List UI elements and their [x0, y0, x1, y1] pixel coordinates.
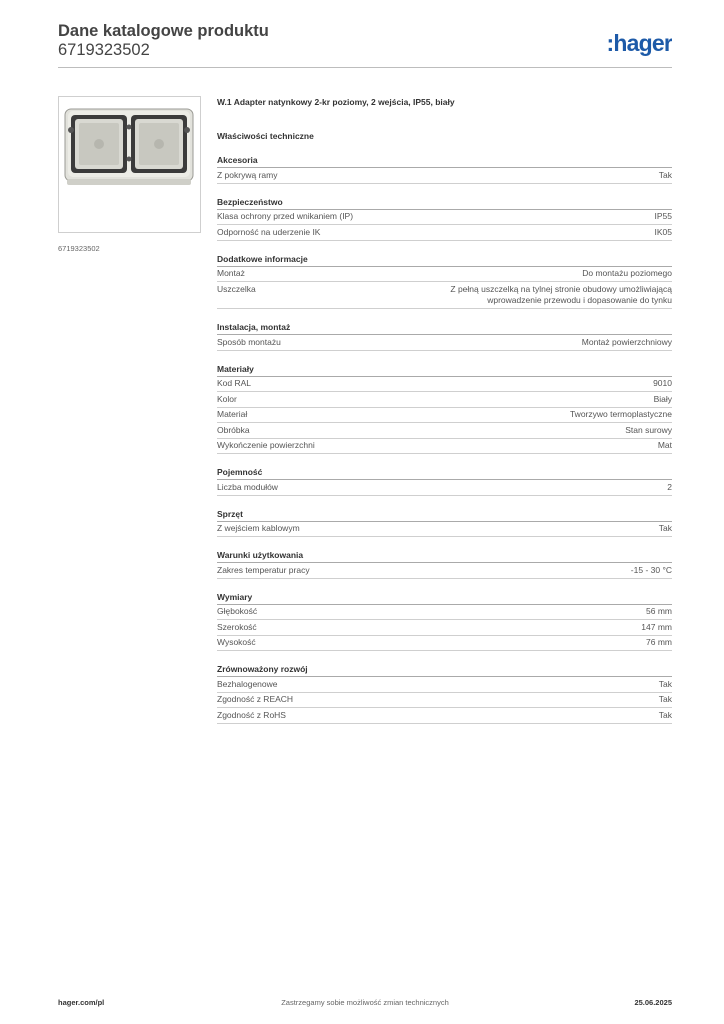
product-details: W.1 Adapter natynkowy 2-kr poziomy, 2 we…	[217, 96, 672, 724]
section-title: Materiały	[217, 363, 672, 377]
property-value: Biały	[653, 393, 672, 404]
property-label: Głębokość	[217, 606, 258, 616]
property-row: Bezhalogenowe Tak	[217, 677, 672, 693]
property-value: 56 mm	[646, 606, 672, 616]
product-name: W.1 Adapter natynkowy 2-kr poziomy, 2 we…	[217, 97, 455, 107]
property-row: Wykończenie powierzchni Mat	[217, 439, 672, 454]
property-value: Tak	[658, 694, 672, 704]
property-row: Zgodność z REACH Tak	[217, 693, 672, 708]
property-value: Do montażu poziomego	[582, 268, 672, 278]
property-row: Głębokość 56 mm	[217, 605, 672, 620]
header-divider	[58, 67, 672, 68]
section-title: Akcesoria	[217, 154, 672, 168]
property-label: Zakres temperatur pracy	[217, 564, 310, 575]
property-value: 76 mm	[646, 637, 672, 647]
property-label: Z pokrywą ramy	[217, 169, 278, 180]
property-row: Materiał Tworzywo termoplastyczne	[217, 408, 672, 423]
property-row: Zgodność z RoHS Tak	[217, 708, 672, 724]
property-label: Zgodność z RoHS	[217, 709, 286, 720]
footer-website: hager.com/pl	[58, 998, 105, 1007]
property-value: Mat	[657, 440, 672, 450]
property-value: Tak	[658, 678, 672, 689]
property-label: Odporność na uderzenie IK	[217, 226, 321, 237]
document-title: Dane katalogowe produktu	[58, 22, 269, 40]
section-title: Instalacja, montaż	[217, 321, 672, 335]
property-label: Montaż	[217, 268, 245, 278]
property-label: Z wejściem kablowym	[217, 523, 300, 533]
property-label: Wykończenie powierzchni	[217, 440, 315, 450]
property-label: Bezhalogenowe	[217, 678, 278, 689]
section-title: Warunki użytkowania	[217, 549, 672, 563]
property-row: Montaż Do montażu poziomego	[217, 267, 672, 282]
property-row: Sposób montażu Montaż powierzchniowy	[217, 335, 672, 351]
property-row: Kolor Biały	[217, 392, 672, 408]
property-value: Tak	[658, 523, 672, 533]
property-value: IP55	[654, 211, 673, 221]
property-label: Szerokość	[217, 621, 257, 632]
product-code: 6719323502	[58, 41, 150, 59]
property-value: 2	[667, 481, 672, 492]
property-value: Stan surowy	[625, 424, 672, 435]
property-label: Wysokość	[217, 637, 256, 647]
property-label: Kolor	[217, 393, 237, 404]
image-caption: 6719323502	[58, 244, 100, 253]
footer-date: 25.06.2025	[634, 998, 672, 1007]
property-value: IK05	[654, 226, 673, 237]
property-label: Kod RAL	[217, 378, 252, 388]
property-value: Montaż powierzchniowy	[581, 336, 672, 347]
property-label: Uszczelka	[217, 283, 256, 294]
section-title: Zrównoważony rozwój	[217, 663, 672, 677]
property-row: Liczba modułów 2	[217, 480, 672, 496]
section-title: Dodatkowe informacje	[217, 253, 672, 267]
property-value: Tak	[658, 169, 672, 180]
svg-text::hager: :hager	[607, 30, 673, 56]
property-row: Obróbka Stan surowy	[217, 423, 672, 439]
property-row: Szerokość 147 mm	[217, 620, 672, 636]
property-row: Klasa ochrony przed wnikaniem (IP) IP55	[217, 210, 673, 225]
section-title: Pojemność	[217, 466, 672, 480]
property-value: 9010	[653, 378, 672, 388]
section-title: Sprzęt	[217, 508, 672, 522]
section-title: Wymiary	[217, 591, 672, 605]
property-value: Z pełną uszczelką na tylnej stronie obud…	[450, 283, 672, 306]
property-value: Tak	[658, 709, 672, 720]
hager-logo: :hager	[607, 30, 673, 56]
product-image	[58, 96, 201, 233]
property-label: Zgodność z REACH	[217, 694, 294, 704]
document-header: Dane katalogowe produktu 6719323502 :hag…	[58, 22, 672, 66]
property-value: Tworzywo termoplastyczne	[569, 409, 672, 419]
property-row: Uszczelka Z pełną uszczelką na tylnej str…	[217, 282, 672, 309]
property-row: Zakres temperatur pracy -15 - 30 °C	[217, 563, 672, 579]
section-title: Bezpieczeństwo	[217, 196, 672, 210]
property-label: Obróbka	[217, 424, 250, 435]
property-row: Z wejściem kablowym Tak	[217, 522, 672, 537]
property-label: Materiał	[217, 409, 248, 419]
property-value: 147 mm	[641, 621, 672, 632]
property-label: Sposób montażu	[217, 336, 281, 347]
property-row: Kod RAL 9010	[217, 377, 672, 392]
technical-properties-title: Właściwości techniczne	[217, 131, 314, 141]
property-row: Z pokrywą ramy Tak	[217, 168, 672, 184]
property-row: Odporność na uderzenie IK IK05	[217, 225, 672, 241]
property-value: -15 - 30 °C	[630, 564, 672, 575]
property-label: Klasa ochrony przed wnikaniem (IP)	[217, 211, 354, 221]
property-row: Wysokość 76 mm	[217, 636, 672, 651]
footer-disclaimer: Zastrzegamy sobie możliwość zmian techni…	[281, 998, 449, 1007]
document-footer: hager.com/pl Zastrzegamy sobie możliwość…	[58, 998, 672, 1010]
property-label: Liczba modułów	[217, 481, 278, 492]
